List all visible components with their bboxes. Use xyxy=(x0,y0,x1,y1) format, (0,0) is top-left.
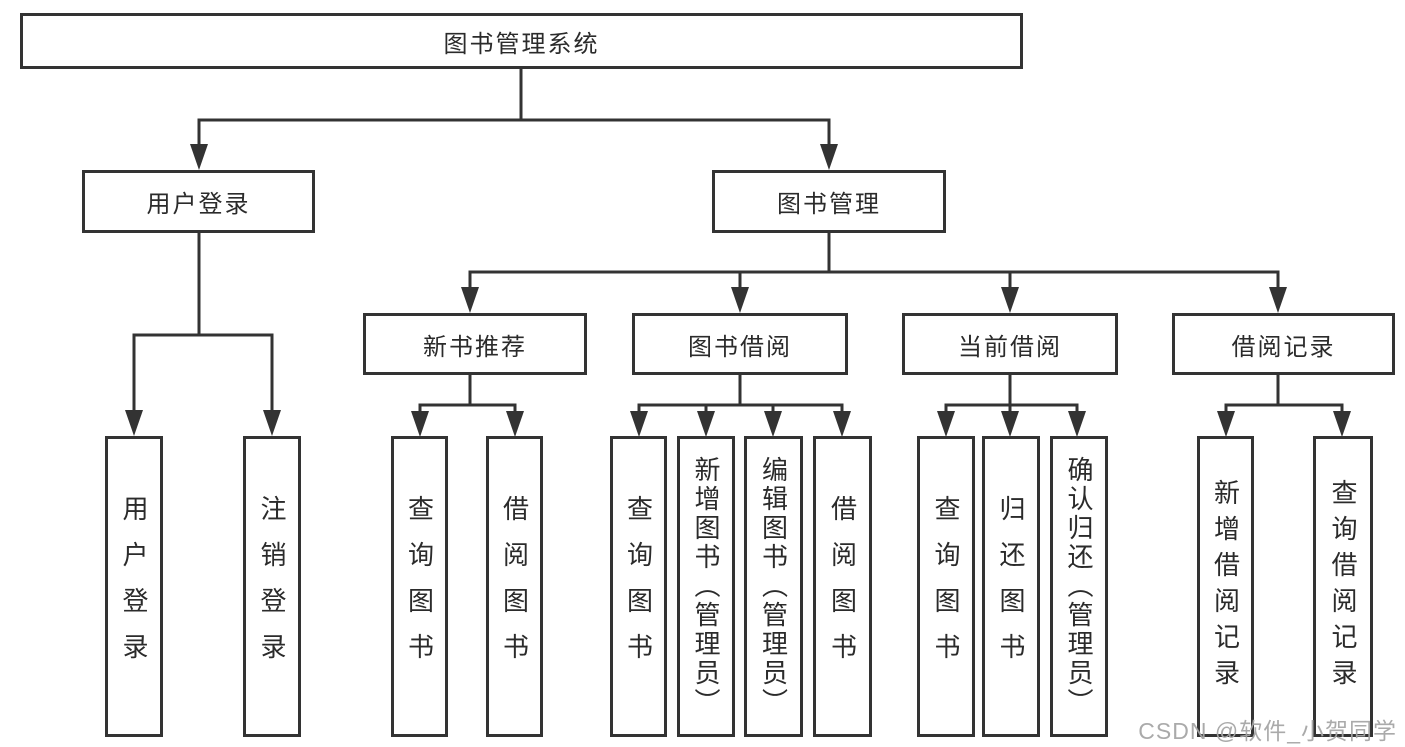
leaf-add-borrow-record: 新增借阅记录 xyxy=(1197,436,1254,737)
node-borrow-records: 借阅记录 xyxy=(1172,313,1395,375)
connector-new-books xyxy=(411,374,524,437)
watermark: CSDN @软件_小贺同学 xyxy=(1138,718,1397,744)
node-root-label: 图书管理系统 xyxy=(443,30,600,58)
leaf-query-books-2: 查询图书 xyxy=(610,436,667,737)
node-user-login: 用户登录 xyxy=(82,170,315,233)
leaf-confirm-return-admin: 确认归还（管理员） xyxy=(1050,436,1108,737)
leaf-query-books-1: 查询图书 xyxy=(391,436,448,737)
node-book-borrow-label: 图书借阅 xyxy=(688,333,792,361)
connector-user-login xyxy=(125,233,281,436)
leaf-logout: 注销登录 xyxy=(243,436,301,737)
node-current-borrow: 当前借阅 xyxy=(902,313,1118,375)
leaf-query-borrow-record: 查询借阅记录 xyxy=(1313,436,1373,737)
node-book-borrow: 图书借阅 xyxy=(632,313,848,375)
leaf-borrow-books-2: 借阅图书 xyxy=(813,436,872,737)
leaf-user-login: 用户登录 xyxy=(105,436,163,737)
connector-book-mgmt xyxy=(461,232,1287,313)
leaf-query-books-3: 查询图书 xyxy=(917,436,975,737)
node-current-borrow-label: 当前借阅 xyxy=(958,333,1062,361)
connector-borrow-records xyxy=(1217,374,1351,437)
node-book-management: 图书管理 xyxy=(712,170,946,233)
node-borrow-records-label: 借阅记录 xyxy=(1231,333,1336,361)
connector-book-borrow xyxy=(630,374,851,437)
leaf-return-books: 归还图书 xyxy=(982,436,1040,737)
node-root-title: 图书管理系统 xyxy=(20,13,1023,69)
node-user-login-label: 用户登录 xyxy=(146,191,251,218)
leaf-add-books-admin: 新增图书（管理员） xyxy=(677,436,735,737)
node-book-management-label: 图书管理 xyxy=(777,191,881,218)
node-new-book-recommend-label: 新书推荐 xyxy=(423,333,527,361)
leaf-borrow-books-1: 借阅图书 xyxy=(486,436,543,737)
connector-root xyxy=(190,68,838,170)
node-new-book-recommend: 新书推荐 xyxy=(363,313,587,375)
leaf-edit-books-admin: 编辑图书（管理员） xyxy=(744,436,803,737)
connector-current-borrow xyxy=(937,374,1086,437)
